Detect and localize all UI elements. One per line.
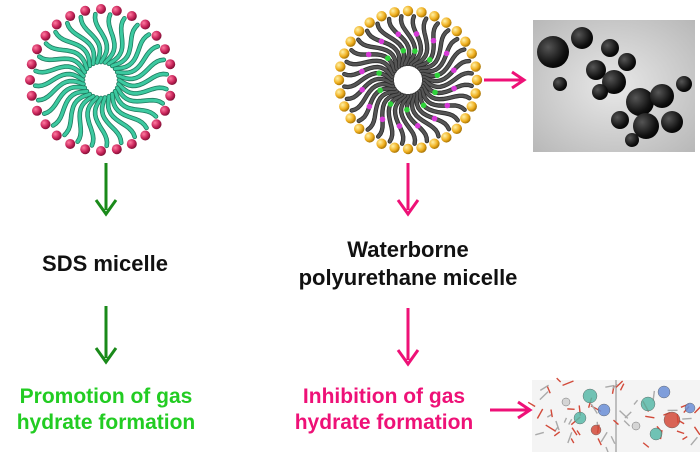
promotion-label-line2: hydrate formation: [16, 411, 196, 435]
inhibition-label: Inhibition of gas hydrate formation: [284, 384, 484, 437]
arrow-inhibition-to-md: [490, 400, 533, 420]
inhibition-label-line2: hydrate formation: [294, 411, 474, 435]
arrow-wpu-to-tem: [484, 70, 527, 90]
inhibition-label-line1: Inhibition of gas: [302, 385, 466, 408]
wpu-micelle-label-line2: polyurethane micelle: [298, 264, 518, 290]
molecular-simulation-image: [527, 377, 700, 452]
wpu-micelle-label-line1: Waterborne: [347, 237, 469, 262]
sds-micelle-illustration: [25, 4, 177, 156]
wpu-micelle-illustration: [333, 5, 483, 155]
sds-micelle-label: SDS micelle: [42, 251, 168, 276]
arrow-wpu-down-2: [396, 308, 420, 367]
promotion-label: Promotion of gas hydrate formation: [0, 384, 212, 437]
arrow-sds-down-1: [94, 163, 118, 217]
arrow-sds-down-2: [94, 306, 118, 365]
promotion-label-line1: Promotion of gas: [19, 385, 193, 408]
tem-micrograph-image: [533, 20, 695, 152]
arrow-wpu-down-1: [396, 163, 420, 217]
wpu-micelle-label: Waterborne polyurethane micelle: [260, 236, 556, 291]
